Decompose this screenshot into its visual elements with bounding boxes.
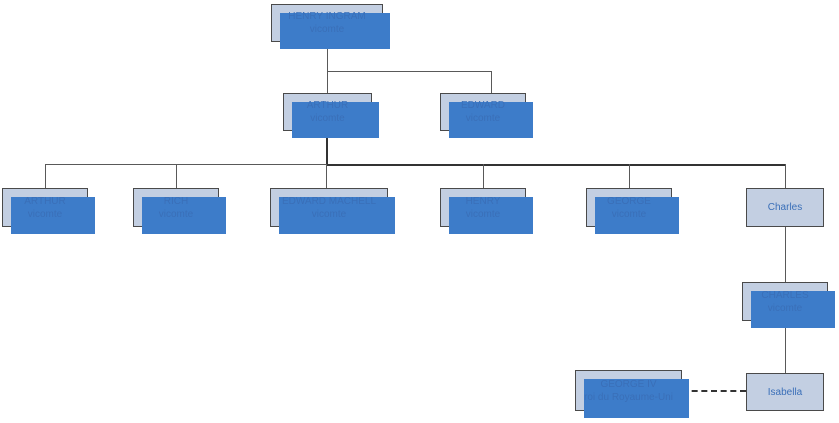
edge-charles-lc-drop <box>785 164 786 188</box>
edge-george3-drop <box>629 164 630 188</box>
node-title: vicomte <box>465 113 501 124</box>
node-title: roi du Royaume-Uni <box>584 391 673 403</box>
node-shadow <box>11 197 95 234</box>
node-title: vicomte <box>311 208 347 220</box>
node-name: CHARLES <box>761 289 809 301</box>
node-title: vicomte <box>310 113 345 124</box>
edge-gen1-bus <box>327 71 491 72</box>
edge-gen2-bus-right <box>326 164 785 166</box>
edge-henry-down <box>327 42 328 71</box>
edge-edward-machell-drop <box>326 164 327 188</box>
node-rich[interactable]: RICH vicomte <box>133 188 226 234</box>
edge-henry3-drop <box>483 164 484 188</box>
edge-arthur2-down <box>326 131 328 165</box>
node-name: Isabella <box>767 386 803 398</box>
node-arthur-gen2[interactable]: ARTHUR vicomte <box>283 93 379 138</box>
edge-arthur3-drop <box>45 164 46 188</box>
node-charles-lowercase[interactable]: Charles <box>746 188 824 227</box>
node-edward-gen2[interactable]: EDWARD vicomte <box>440 93 533 138</box>
node-title: vicomte <box>767 302 803 314</box>
edge-gen2-bus-left <box>45 164 327 165</box>
node-shadow <box>584 379 689 418</box>
node-george-iv[interactable]: GEORGE IV roi du Royaume-Uni <box>575 370 689 418</box>
node-name: GEORGE IV <box>600 378 657 390</box>
node-name: GEORGE <box>607 195 651 207</box>
node-title: vicomte <box>27 208 63 220</box>
node-title: vicomte <box>465 208 501 220</box>
node-shadow <box>751 291 835 328</box>
node-name: ARTHUR <box>24 195 66 207</box>
edge-arthur2-drop <box>327 71 328 93</box>
node-name: ARTHUR <box>306 100 349 111</box>
node-arthur-gen3[interactable]: ARTHUR vicomte <box>2 188 95 234</box>
edge-rich-drop <box>176 164 177 188</box>
node-shadow <box>292 102 379 138</box>
node-name: EDWARD MACHELL <box>281 195 377 207</box>
node-name: HENRY <box>465 195 501 207</box>
edge-charles-lc-to-uc <box>785 227 786 282</box>
node-name: Charles <box>767 202 803 213</box>
node-title: vicomte <box>309 24 345 35</box>
edge-edward2-drop <box>491 71 492 93</box>
node-title: vicomte <box>158 208 194 220</box>
node-henry-ingram[interactable]: HENRY INGRAM vicomte <box>271 4 390 49</box>
edge-marriage-george-isabella <box>682 390 746 392</box>
node-name: HENRY INGRAM <box>288 11 366 22</box>
node-shadow <box>142 197 226 234</box>
node-shadow <box>449 102 533 138</box>
node-shadow <box>279 197 395 234</box>
node-shadow <box>595 197 679 234</box>
node-shadow <box>449 197 533 234</box>
node-shadow <box>280 13 390 49</box>
node-name: EDWARD <box>460 100 506 111</box>
node-edward-machell[interactable]: EDWARD MACHELL vicomte <box>270 188 395 234</box>
node-title: vicomte <box>611 208 647 220</box>
node-name: RICH <box>163 195 189 207</box>
node-charles-vicomte[interactable]: CHARLES vicomte <box>742 282 835 328</box>
node-henry-gen3[interactable]: HENRY vicomte <box>440 188 533 234</box>
edge-charles-uc-to-isabella <box>785 321 786 373</box>
node-isabella[interactable]: Isabella <box>746 373 824 411</box>
node-george-gen3[interactable]: GEORGE vicomte <box>586 188 679 234</box>
